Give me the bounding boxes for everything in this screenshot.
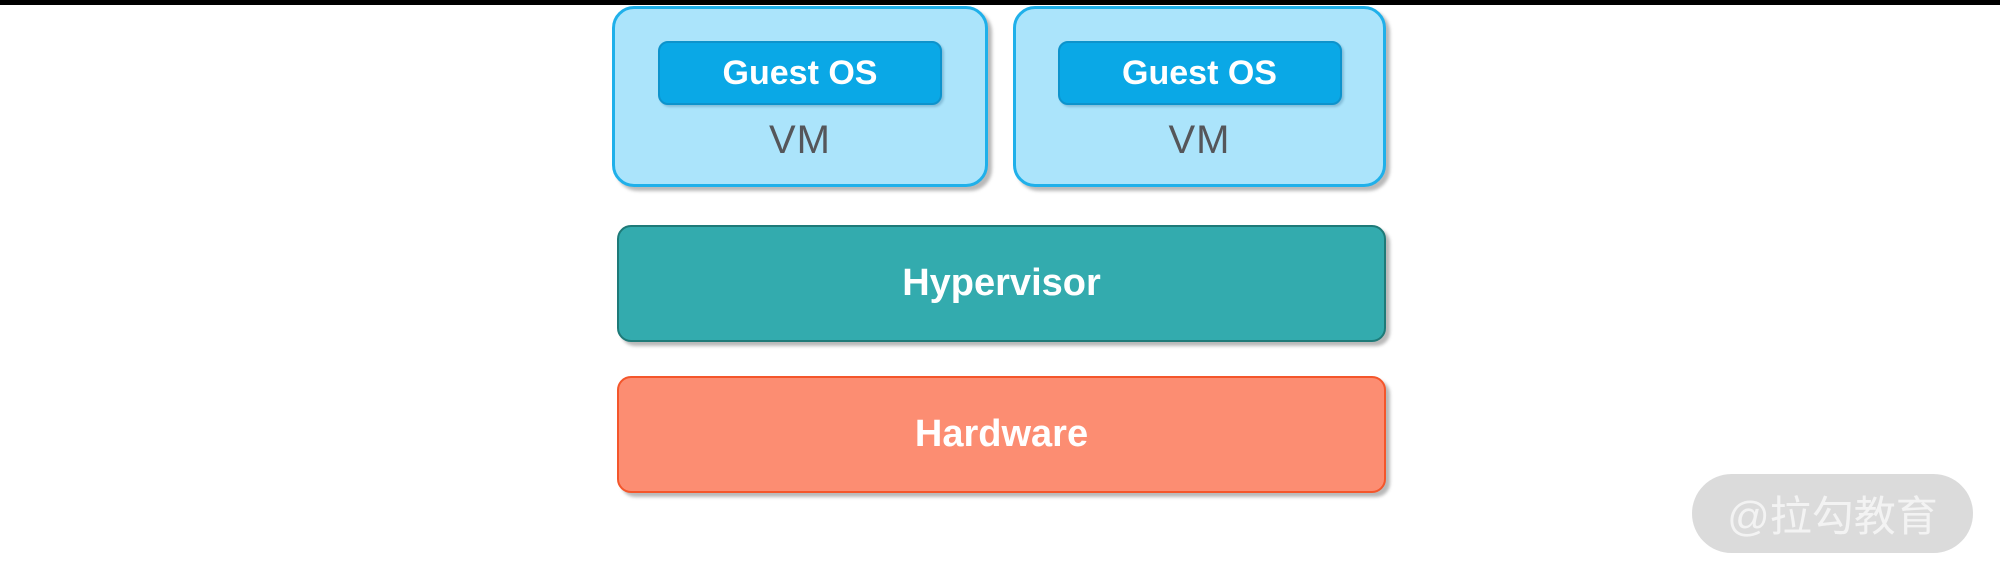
watermark-text: @拉勾教育 — [1727, 493, 1938, 540]
vm-label-text-1: VM — [769, 118, 831, 162]
vm-label-1: VM — [615, 105, 985, 184]
hardware-label: Hardware — [914, 413, 1089, 455]
hypervisor-label: Hypervisor — [902, 262, 1101, 304]
vm-box-1: Guest OS VM — [612, 6, 988, 187]
vm-label-2: VM — [1016, 105, 1383, 184]
guest-os-label-2: Guest OS — [1122, 53, 1277, 92]
watermark-badge: @拉勾教育 — [1692, 474, 1973, 553]
hypervisor-box: Hypervisor — [617, 225, 1386, 342]
hardware-box: Hardware — [617, 376, 1386, 493]
guest-os-label-1: Guest OS — [722, 53, 878, 92]
vm-label-text-2: VM — [1168, 118, 1231, 162]
guest-os-box-1: Guest OS — [658, 41, 942, 105]
top-black-bar — [0, 0, 2000, 5]
vm-box-2: Guest OS VM — [1013, 6, 1386, 187]
guest-os-box-2: Guest OS — [1057, 41, 1342, 105]
